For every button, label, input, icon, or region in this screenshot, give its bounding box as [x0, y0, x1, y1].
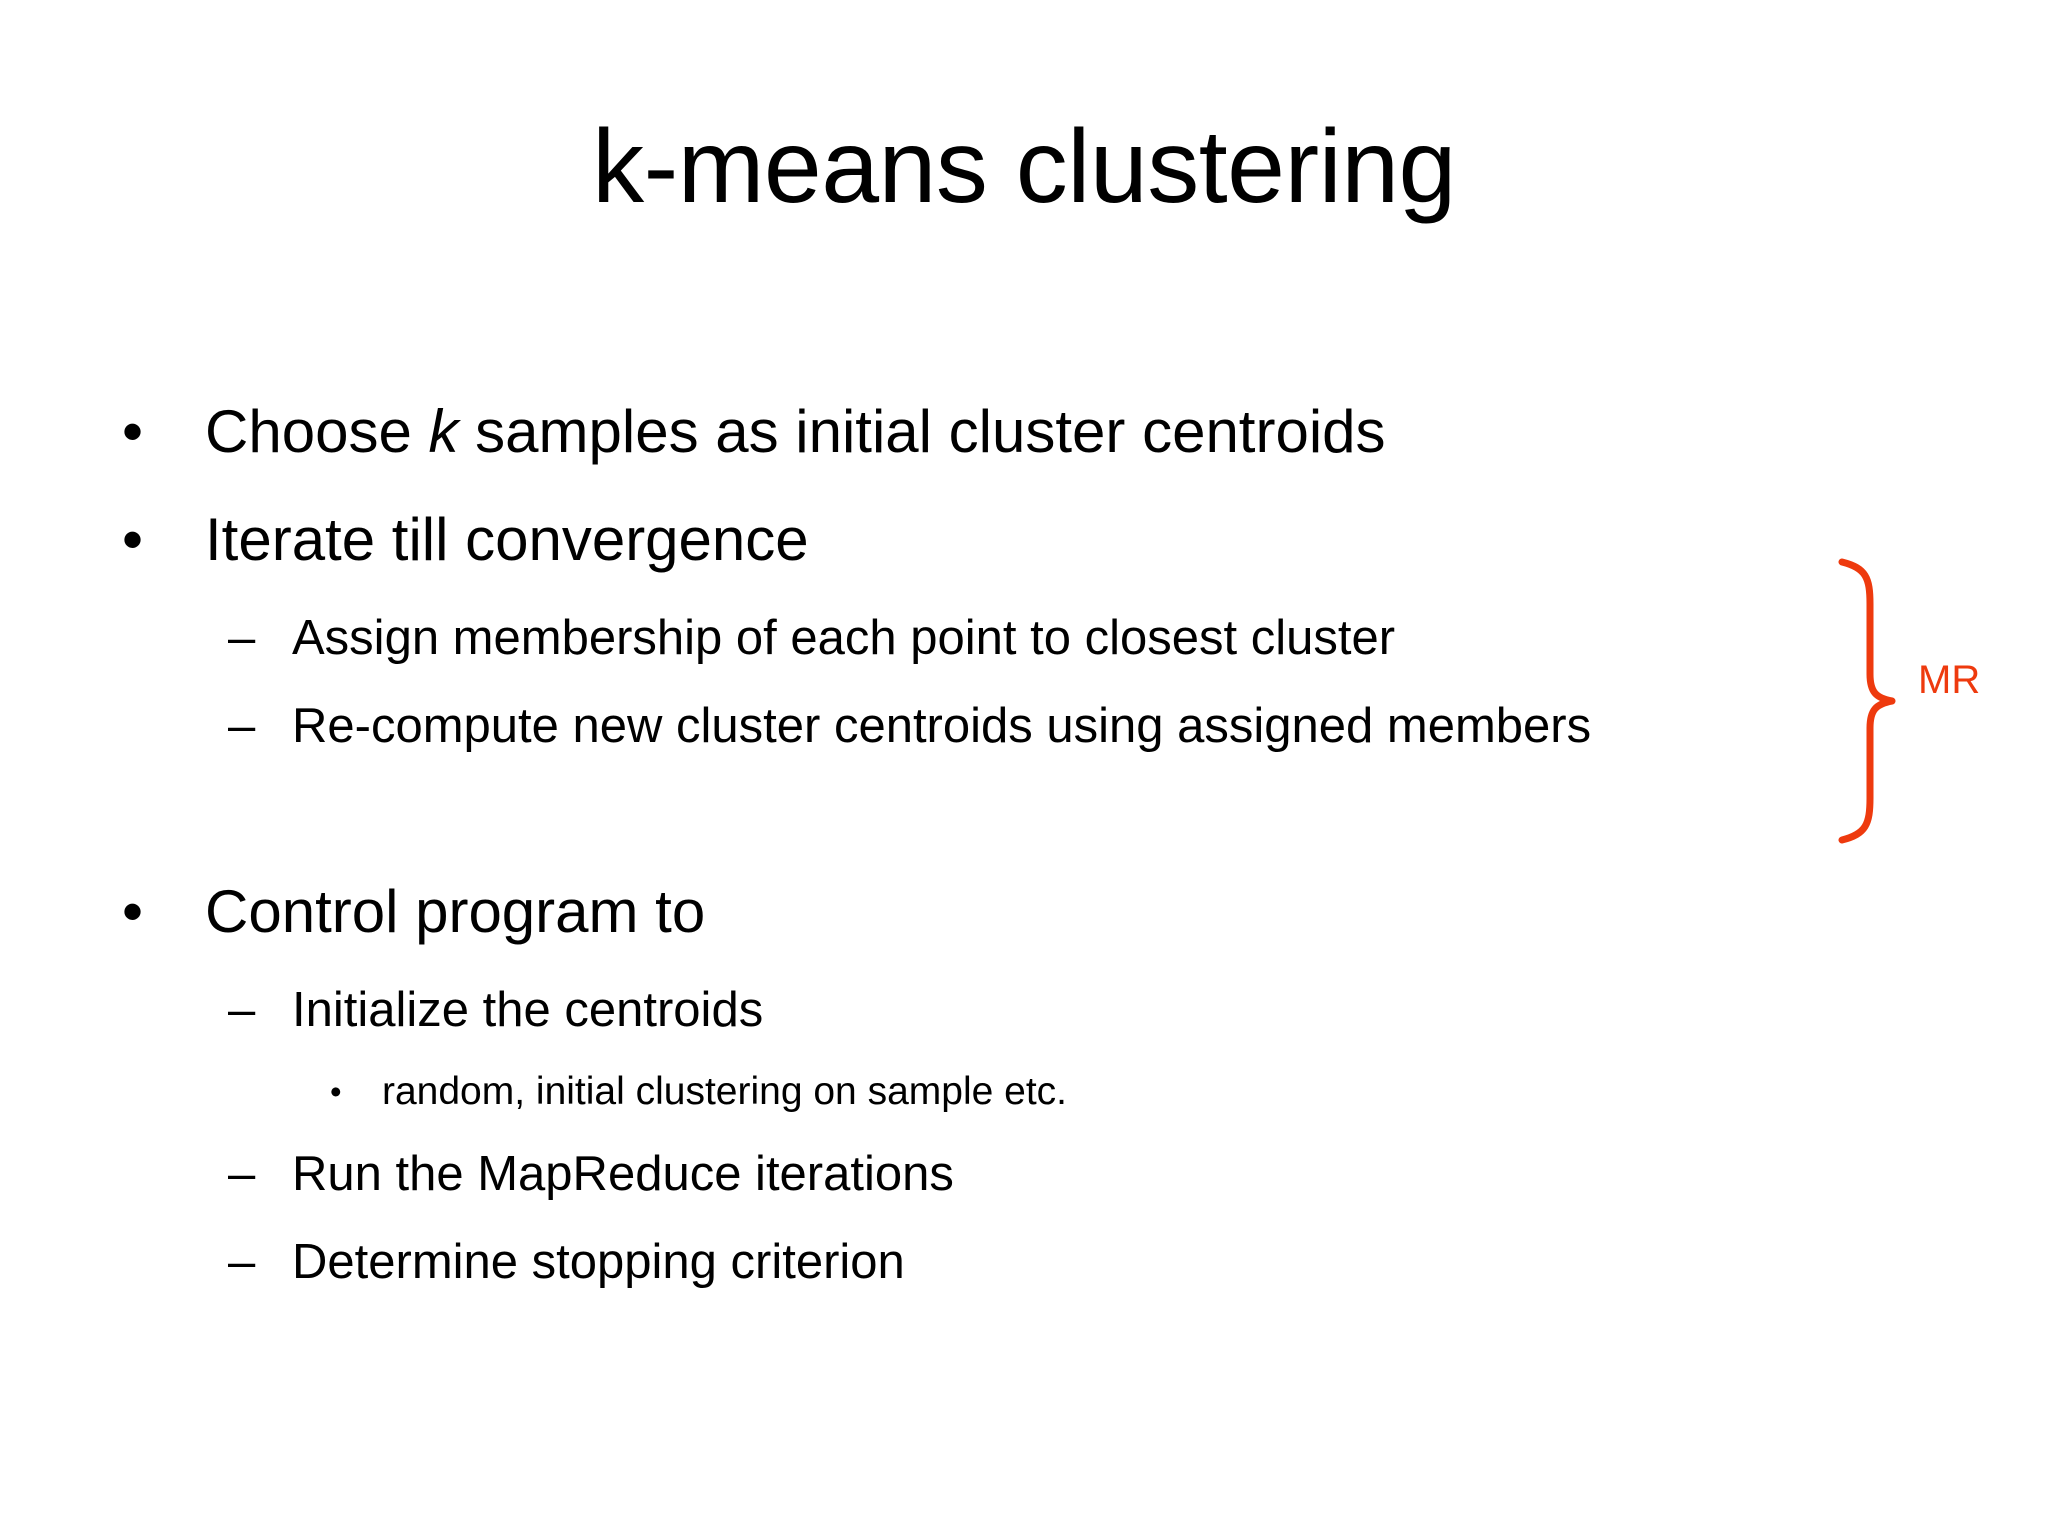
sub-bullet-item-run-mapreduce: – Run the MapReduce iterations — [0, 1130, 2048, 1218]
sub-bullet-item-assign-membership: – Assign membership of each point to clo… — [0, 594, 2048, 682]
sub-bullet-item-recompute-centroids: – Re-compute new cluster centroids using… — [0, 682, 2048, 858]
dash-marker-icon: – — [228, 611, 256, 665]
sub-bullet-text: Re-compute new cluster centroids using a… — [292, 699, 1592, 753]
sub-bullet-item-initialize-centroids: – Initialize the centroids — [0, 966, 2048, 1054]
bullet-marker-icon: • — [122, 398, 144, 465]
page-title: k-means clustering — [592, 109, 1456, 225]
bullet-text: Choose k samples as initial cluster cent… — [205, 398, 1386, 465]
sub-bullet-item-determine-stopping: – Determine stopping criterion — [0, 1218, 2048, 1306]
bullet-text: Control program to — [205, 878, 706, 945]
dash-marker-icon: – — [228, 1235, 256, 1289]
sub-sub-bullet-item-random-init: • random, initial clustering on sample e… — [0, 1054, 2048, 1130]
bullet-marker-icon: • — [330, 1073, 342, 1110]
outline-body: • Choose k samples as initial cluster ce… — [0, 378, 2048, 1306]
sub-bullet-text: Run the MapReduce iterations — [292, 1147, 954, 1201]
sub-sub-bullet-text: random, initial clustering on sample etc… — [382, 1070, 1067, 1113]
sub-bullet-text: Determine stopping criterion — [292, 1235, 905, 1289]
bullet-marker-icon: • — [122, 506, 144, 573]
bullet-text: Iterate till convergence — [205, 506, 809, 573]
dash-marker-icon: – — [228, 1147, 256, 1201]
bullet-text-part-1: Choose — [205, 398, 429, 465]
bullet-marker-icon: • — [122, 878, 144, 945]
bullet-item-iterate-till-convergence: • Iterate till convergence — [0, 486, 2048, 594]
bullet-item-control-program: • Control program to — [0, 858, 2048, 966]
sub-bullet-text: Assign membership of each point to close… — [292, 611, 1396, 665]
sub-bullet-text: Initialize the centroids — [292, 983, 764, 1037]
bullet-item-choose-k-samples: • Choose k samples as initial cluster ce… — [0, 378, 2048, 486]
dash-marker-icon: – — [228, 699, 256, 753]
bullet-text-part-2: samples as initial cluster centroids — [458, 398, 1386, 465]
bullet-text-italic-k: k — [428, 398, 459, 465]
dash-marker-icon: – — [228, 983, 256, 1037]
